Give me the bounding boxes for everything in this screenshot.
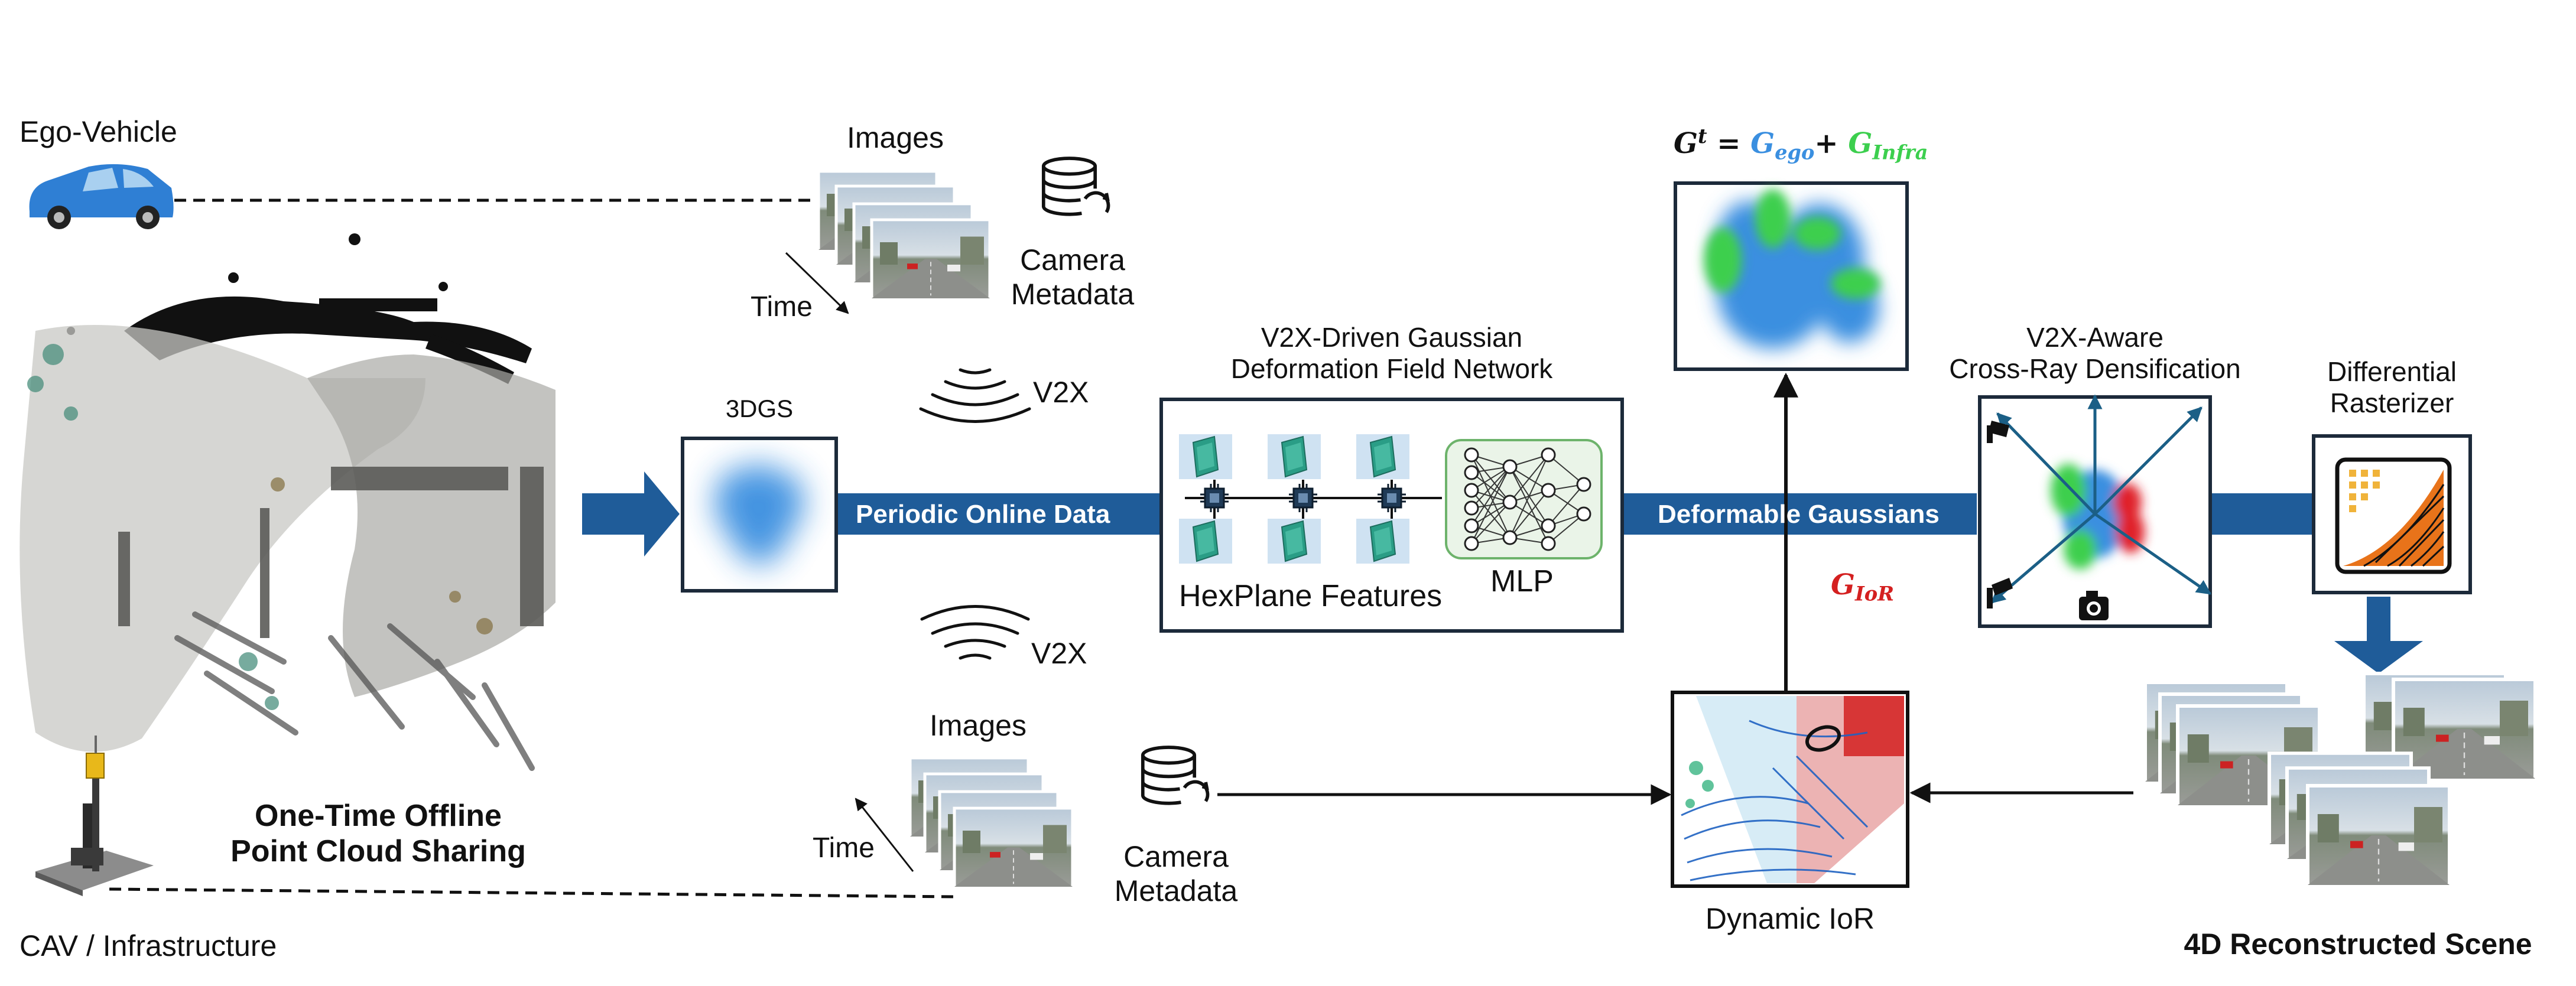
3dgs-label: 3DGS xyxy=(725,395,794,422)
camera-icon xyxy=(2079,591,2109,620)
camera-metadata-bottom-line-1: Camera xyxy=(1123,840,1229,873)
rasterizer-title: Differential Rasterizer xyxy=(2299,356,2485,419)
database-sync-icon xyxy=(1044,158,1109,214)
deformation-network-box xyxy=(1159,398,1624,633)
image-stack-top xyxy=(818,171,990,298)
rasterizer-box xyxy=(2312,434,2472,594)
time-arrow-bottom xyxy=(855,798,914,872)
g-ego-symbol: Gego xyxy=(1750,127,1815,164)
deformation-network-title: V2X-Driven Gaussian Deformation Field Ne… xyxy=(1161,322,1622,385)
g-t-symbol: Gt xyxy=(1674,124,1707,160)
camera-metadata-top-line-1: Camera xyxy=(1020,243,1125,276)
point-cloud xyxy=(20,233,556,771)
time-bottom-label: Time xyxy=(813,832,875,864)
wireless-signal-icon xyxy=(919,368,1031,423)
infra-link-line xyxy=(109,887,958,899)
hexplane-grid xyxy=(1178,434,1442,564)
camera-metadata-bottom-label: Camera Metadata xyxy=(1090,840,1262,908)
ego-vehicle-label: Ego-Vehicle xyxy=(20,115,177,148)
database-sync-icon xyxy=(1143,747,1208,803)
camera-metadata-top-label: Camera Metadata xyxy=(987,243,1158,311)
wireless-signal-icon xyxy=(920,605,1030,660)
offline-sharing-line-2: Point Cloud Sharing xyxy=(230,834,526,868)
3dgs-box xyxy=(681,437,838,593)
gaussian-sum-formula: Gt = Gego+ GInfra xyxy=(1674,124,1928,164)
surveillance-camera-icon xyxy=(1987,421,2009,443)
equals-sign: = xyxy=(1707,127,1751,160)
densification-title: V2X-Aware Cross-Ray Densification xyxy=(1927,322,2263,385)
images-top-label: Images xyxy=(847,121,944,154)
densification-title-line-2: Cross-Ray Densification xyxy=(1949,353,2241,384)
surveillance-camera-icon-2 xyxy=(1987,578,2013,608)
mlp-label: MLP xyxy=(1490,564,1554,598)
gaussian-composition-box xyxy=(1674,181,1909,371)
reconstructed-scene-stack xyxy=(2145,673,2535,885)
car-icon xyxy=(29,164,174,229)
deformable-gaussians-label: Deformable Gaussians xyxy=(1658,500,1940,529)
camera-metadata-bottom-line-2: Metadata xyxy=(1114,874,1238,907)
time-arrow-top xyxy=(785,252,849,314)
dynamic-ior-label: Dynamic IoR xyxy=(1705,902,1875,935)
main-flow-band xyxy=(582,471,2423,673)
image-stack-bottom xyxy=(910,758,1073,887)
v2x-top-label: V2X xyxy=(1033,376,1089,409)
images-bottom-label: Images xyxy=(930,709,1026,742)
dynamic-ior-box xyxy=(1671,691,1909,888)
rasterizer-title-line-2: Rasterizer xyxy=(2330,387,2454,418)
reconstructed-scene-label: 4D Reconstructed Scene xyxy=(2184,928,2532,961)
g-infra-symbol: GInfra xyxy=(1848,127,1928,164)
cav-infrastructure-label: CAV / Infrastructure xyxy=(20,929,277,962)
time-top-label: Time xyxy=(751,291,813,323)
densification-title-line-1: V2X-Aware xyxy=(2026,322,2164,353)
plus-sign: + xyxy=(1814,127,1849,160)
periodic-online-data-label: Periodic Online Data xyxy=(856,500,1110,529)
camera-metadata-top-line-2: Metadata xyxy=(1011,277,1135,311)
v2x-bottom-label: V2X xyxy=(1031,637,1087,670)
densification-box xyxy=(1978,394,2212,628)
hexplane-features-label: HexPlane Features xyxy=(1179,579,1443,613)
mlp-block xyxy=(1445,439,1603,559)
deformation-network-title-line-1: V2X-Driven Gaussian xyxy=(1261,322,1523,353)
g-ior-formula: GIoR xyxy=(1831,568,1895,606)
offline-sharing-label: One-Time Offline Point Cloud Sharing xyxy=(195,799,561,870)
deformation-network-title-line-2: Deformation Field Network xyxy=(1230,353,1553,384)
rasterizer-title-line-1: Differential xyxy=(2327,356,2457,387)
offline-sharing-line-1: One-Time Offline xyxy=(255,799,502,833)
sensor-pole-icon xyxy=(35,736,154,896)
